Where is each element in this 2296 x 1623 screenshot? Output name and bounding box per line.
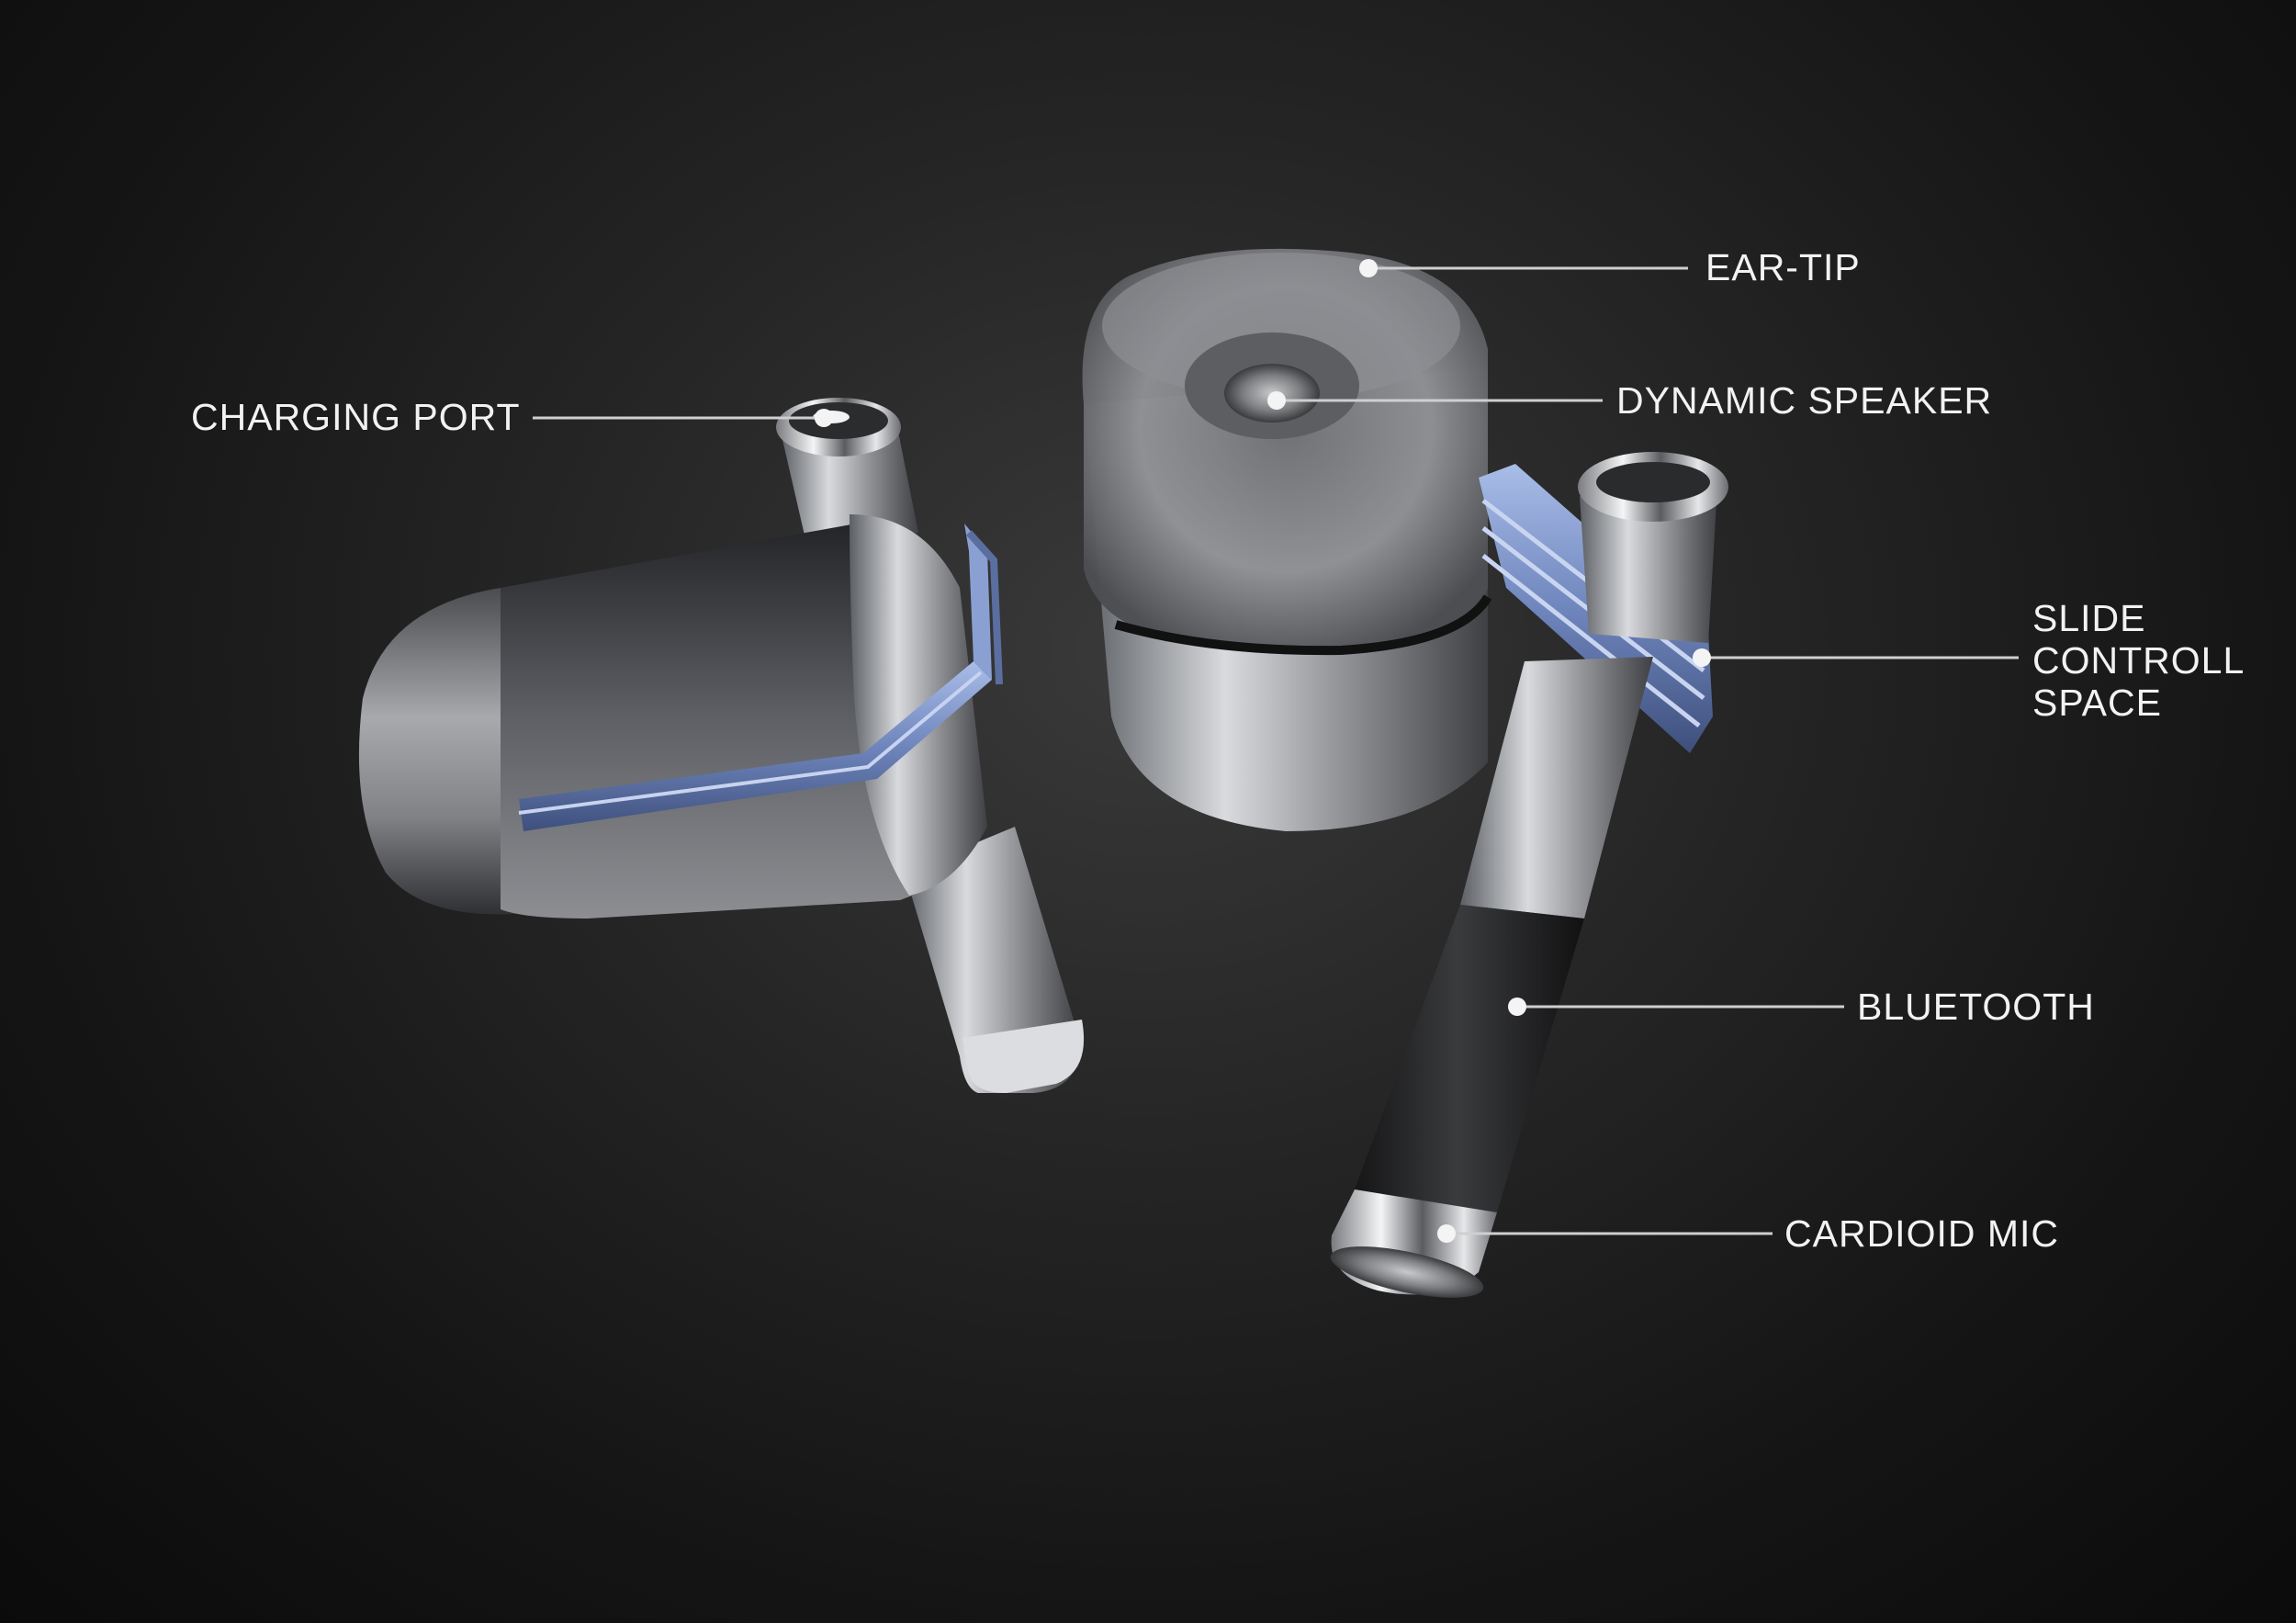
dot-dynamic-speaker [1267,391,1286,410]
bluetooth-section [1355,905,1584,1212]
label-charging-port: CHARGING PORT [191,396,521,438]
left-earbud [358,398,1085,1093]
dot-charging-port [815,409,833,427]
right-lower-stem [1460,657,1653,919]
label-slide-control-line-1: SLIDE [2032,597,2146,639]
left-stem-cap [962,1020,1085,1093]
leader-lines [533,259,2019,1243]
right-upper-stem [1580,487,1717,643]
label-bluetooth: BLUETOOTH [1857,986,2095,1028]
label-dynamic-speaker: DYNAMIC SPEAKER [1616,379,1993,422]
left-band-top [964,524,992,680]
left-face [850,514,987,896]
left-stem [905,827,1080,1093]
label-slide-control-line-3: SPACE [2032,682,2162,724]
dot-cardioid-mic [1437,1224,1456,1243]
label-ear-tip: EAR-TIP [1705,246,1861,288]
mic-mesh [1330,1246,1484,1298]
dot-slide-control [1693,648,1711,667]
label-slide-control: SLIDE CONTROLL SPACE [2032,597,2245,724]
label-cardioid-mic: CARDIOID MIC [1784,1212,2059,1255]
label-slide-control-line-2: CONTROLL [2032,639,2245,682]
dot-bluetooth [1508,997,1526,1016]
left-band-bottom [519,661,992,831]
dot-ear-tip [1359,259,1378,277]
